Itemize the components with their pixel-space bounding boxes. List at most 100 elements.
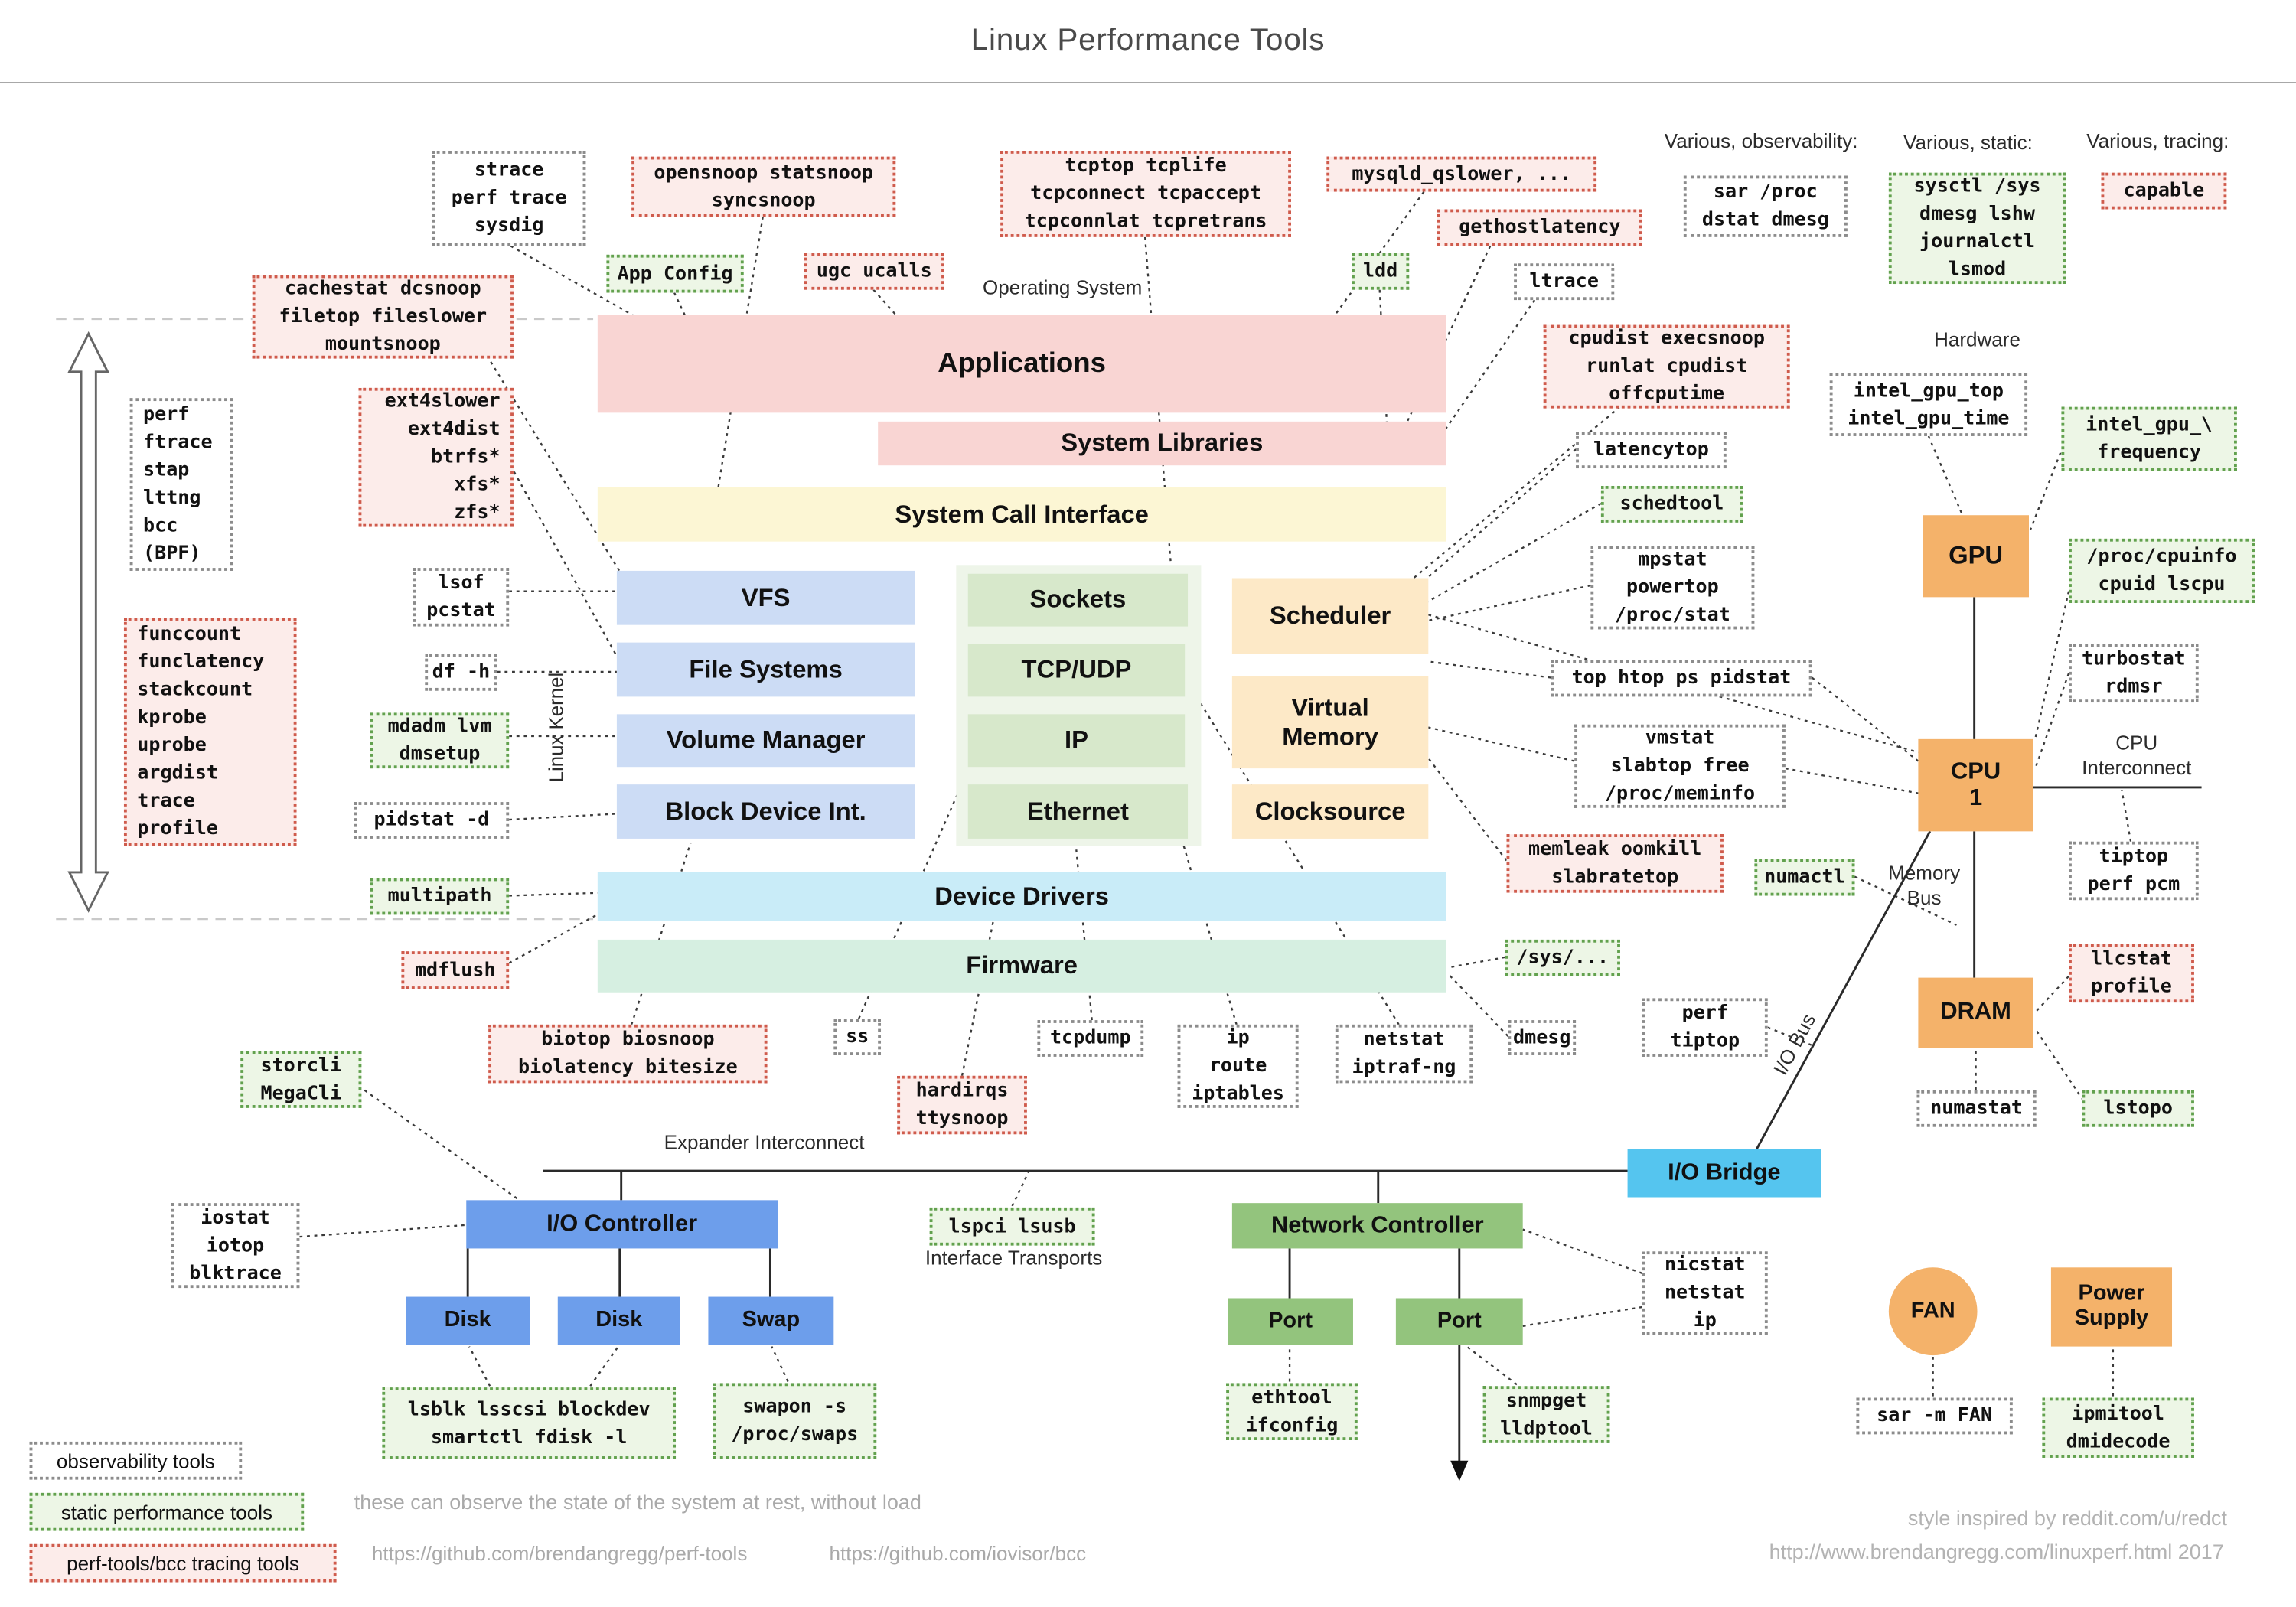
tool-label: mpstat <box>1638 549 1707 571</box>
legend-label: perf-tools/bcc tracing tools <box>67 1552 299 1575</box>
disk-2-box: Disk <box>557 1296 680 1345</box>
dotted-connector-53 <box>589 1345 619 1387</box>
tool-label: sysdig <box>474 215 544 237</box>
tool-label: zfs* <box>454 502 501 524</box>
dotted-connector-49 <box>1011 1172 1029 1207</box>
dotted-connector-43 <box>2121 790 2132 842</box>
power-supply-box: Power Supply <box>2050 1267 2173 1347</box>
tool-label: (BPF) <box>143 543 201 566</box>
dotted-connector-1 <box>713 216 764 513</box>
port-2-box: Port <box>1395 1298 1523 1345</box>
dotted-connector-6 <box>1401 245 1492 434</box>
tool-label: dmesg lshw <box>1919 203 2035 226</box>
tool-lspci-lsusb: lspci lsusb <box>929 1207 1095 1246</box>
tool-label: MegaCli <box>260 1082 342 1105</box>
tool-label: perf trace <box>451 187 567 210</box>
tool-label: intel_gpu_top <box>1853 380 2004 403</box>
tool-label: lspci lsusb <box>948 1215 1076 1238</box>
tool-label: smartctl fdisk -l <box>430 1426 628 1449</box>
tool-sar-m-fan: sar -m FAN <box>1856 1397 2013 1435</box>
dotted-connector-54 <box>771 1346 789 1382</box>
page-header: Linux Performance Tools <box>0 0 2296 84</box>
label-various-observability: Various, observability: <box>1664 130 1858 152</box>
tool-label: bcc <box>143 515 178 537</box>
tool-label: multipath <box>387 885 492 908</box>
tool-label: tcpconnect tcpaccept <box>1030 183 1261 205</box>
tool-label: syncsnoop <box>711 189 816 212</box>
tool-capable: capable <box>2101 172 2227 210</box>
applications-box: Applications <box>597 315 1446 413</box>
tool-label: vmstat <box>1645 727 1715 750</box>
tool-label: /proc/swaps <box>731 1423 859 1446</box>
tool-label: /proc/stat <box>1614 604 1730 627</box>
tool-label: kprobe <box>137 706 207 729</box>
tool-label: ltrace <box>1529 270 1599 293</box>
tool-top-htop-ps-pidstat: top htop ps pidstat <box>1551 660 1812 697</box>
dotted-connector-39 <box>1927 435 1964 516</box>
tool-label: ss <box>846 1025 869 1048</box>
tool-label: profile <box>2091 976 2172 999</box>
label-interface-transports: Interface Transports <box>925 1247 1103 1270</box>
label-various-static: Various, static: <box>1903 132 2033 154</box>
tool-label: netstat <box>1363 1028 1445 1051</box>
tool-llcstat-profile: llcstat profile <box>2069 944 2194 1003</box>
label-linux-kernel: Linux Kernel <box>545 672 568 783</box>
dotted-connector-28 <box>1404 502 1602 616</box>
tool-label: perf pcm <box>2087 873 2180 896</box>
dotted-connector-37 <box>1767 1026 1815 1048</box>
tool-label: App Config <box>617 262 733 285</box>
label-these-can-observe-the-state-of-the-syste: these can observe the state of the syste… <box>354 1490 921 1514</box>
dotted-connector-16 <box>508 909 606 964</box>
ip-box: IP <box>967 714 1186 768</box>
tool-label: capable <box>2123 180 2205 202</box>
tool-label: lstopo <box>2103 1097 2173 1120</box>
tool-label: mdflush <box>414 959 496 982</box>
tool-label: ext4dist <box>407 419 501 441</box>
tool-pidstat-d: pidstat -d <box>354 802 510 839</box>
tool-label: iostat <box>201 1206 270 1229</box>
device-drivers-box: Device Drivers <box>597 872 1446 921</box>
tool-df-h: df -h <box>425 654 497 691</box>
legend-static-performance-tools: static performance tools <box>29 1492 305 1531</box>
virtual-memory-box: Virtual Memory <box>1231 676 1429 769</box>
dotted-connector-27 <box>1401 448 1577 601</box>
tool-app-config: App Config <box>606 254 744 293</box>
tool-label: funclatency <box>137 651 265 673</box>
tool-label: swapon -s <box>742 1396 847 1419</box>
tool-label: biolatency bitesize <box>517 1056 738 1079</box>
dotted-connector-0 <box>510 245 677 341</box>
tool-label: ftrace <box>143 432 213 454</box>
bus-line-2 <box>1755 830 1932 1151</box>
tool-label: funccount <box>137 623 242 646</box>
tool-label: top htop ps pidstat <box>1571 667 1792 689</box>
tool-label: dmidecode <box>2066 1430 2170 1453</box>
tool-label: lsblk lsscsi blockdev <box>407 1398 651 1421</box>
tool-label: stackcount <box>137 679 253 702</box>
tool-label: memleak oomkill <box>1528 838 1702 861</box>
label-memory-bus: Memory Bus <box>1888 862 1961 909</box>
dotted-connector-8 <box>1437 299 1536 440</box>
label-operating-system: Operating System <box>983 276 1143 299</box>
dotted-connector-19 <box>299 1224 467 1238</box>
tool-label: /sys/... <box>1516 947 1609 970</box>
tool-label: ldd <box>1362 260 1398 283</box>
label-http-www-brendangregg-com-linuxperf-html: http://www.brendangregg.com/linuxperf.ht… <box>1769 1540 2224 1563</box>
tool-label: intel_gpu_\ <box>2086 414 2213 436</box>
tool-label: numastat <box>1930 1097 2023 1120</box>
dotted-connector-32 <box>1428 726 1575 762</box>
tool-label: llcstat <box>2091 948 2172 971</box>
tool-label: ext4slower <box>384 390 501 413</box>
volume-manager-box: Volume Manager <box>616 714 915 768</box>
tool-mdflush: mdflush <box>401 951 510 989</box>
dotted-connector-36 <box>1449 956 1505 969</box>
firmware-box: Firmware <box>597 939 1446 993</box>
